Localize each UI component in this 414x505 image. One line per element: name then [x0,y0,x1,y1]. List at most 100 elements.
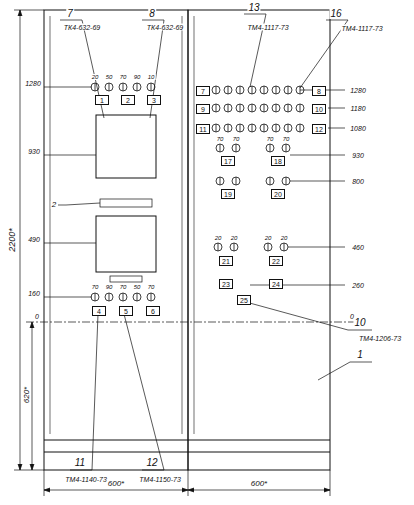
callout-number: 1 [356,350,364,360]
frame-number: 6 [151,308,155,315]
button-mark [264,86,265,94]
frame-number: 4 [97,308,101,315]
button-mark [216,104,217,112]
instrument-window [96,115,156,178]
dimension: 800 [351,178,365,185]
frame-number: 21 [222,258,230,265]
dimension: 0 [349,313,355,320]
button-symbol [282,177,290,185]
button-mark [123,83,124,91]
button-symbol [296,86,304,94]
dimension: 930 [27,148,41,155]
button-mark [123,293,124,301]
label-frame: 4 [92,306,106,316]
button-mark [216,124,217,132]
part-code: ТК4-632-69 [146,24,184,31]
button-value: 10 [147,74,156,80]
button-mark [288,86,289,94]
frame-number: 10 [315,106,323,113]
part-code: ТМ4-1206-73 [358,335,402,342]
button-mark [151,83,152,91]
frame-number: 25 [240,297,248,304]
button-symbol [272,124,280,132]
button-symbol [224,86,232,94]
button-mark [216,86,217,94]
button-mark [300,124,301,132]
button-symbol [272,86,280,94]
button-mark [240,124,241,132]
label-frame: 22 [269,256,283,266]
label-frame: 19 [221,189,235,199]
button-mark [286,177,287,185]
button-mark [240,104,241,112]
label-frame: 12 [312,124,326,134]
label-frame: 2 [121,95,135,105]
label-frame: 10 [312,104,326,114]
button-mark [220,144,221,152]
frame-number: 17 [224,158,232,165]
label-frame: 23 [219,279,233,289]
dimension: 1180 [349,105,366,112]
button-symbol [296,104,304,112]
button-mark [220,177,221,185]
button-symbol [105,293,113,301]
button-symbol [212,104,220,112]
label-frame: 6 [146,306,160,316]
frame-number: 1 [100,97,104,104]
plinth-line [44,440,330,441]
frame-number: 5 [124,308,128,315]
callout-number: 12 [145,458,158,468]
label-frame: 3 [147,95,161,105]
part-code: ТМ4-1117-73 [246,24,289,31]
button-symbol [282,144,290,152]
button-symbol [248,104,256,112]
button-mark [252,86,253,94]
button-mark [236,177,237,185]
button-mark [240,86,241,94]
frame-number: 20 [274,191,282,198]
button-mark [300,104,301,112]
dimension: 600* [250,480,268,488]
button-symbol [260,86,268,94]
button-symbol [232,177,240,185]
callout-number: 2 [51,201,57,209]
button-value: 90 [133,74,142,80]
button-symbol [224,104,232,112]
label-frame: 17 [221,156,235,166]
button-mark [95,293,96,301]
button-mark [234,243,235,251]
button-mark [137,83,138,91]
frame-number: 19 [224,191,232,198]
button-mark [228,86,229,94]
button-symbol [266,144,274,152]
label-frame: 7 [196,86,210,96]
button-symbol [236,124,244,132]
button-value: 50 [105,74,114,80]
button-mark [218,243,219,251]
button-value: 20 [280,235,289,241]
button-symbol [280,243,288,251]
button-symbol [232,144,240,152]
plinth-line [44,452,330,453]
button-symbol [216,177,224,185]
dimension: 0 [34,313,40,320]
frame-number: 18 [274,158,282,165]
button-mark [151,293,152,301]
frame-number: 22 [272,258,280,265]
dimension: 160 [27,290,41,297]
part-code: ТМ4-1140-73 [64,476,108,483]
button-mark [109,293,110,301]
button-mark [264,104,265,112]
label-frame: 9 [196,104,210,114]
button-value: 70 [119,74,128,80]
callout-number: 7 [66,9,74,19]
button-symbol [91,293,99,301]
button-symbol [266,177,274,185]
button-symbol [284,104,292,112]
label-frame: 8 [312,86,326,96]
button-mark [264,124,265,132]
button-value: 90 [105,284,114,290]
callout-number: 11 [74,458,86,468]
